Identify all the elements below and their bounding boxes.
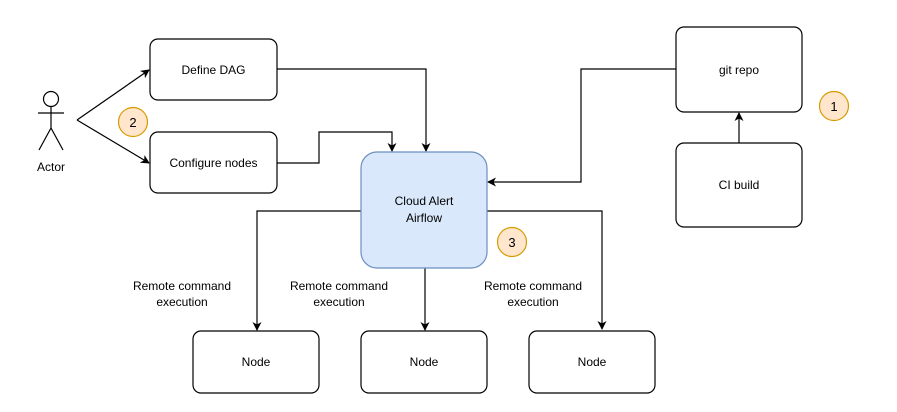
edge-label-remote-1-line-2: execution: [156, 295, 207, 309]
define-dag-label: Define DAG: [181, 63, 245, 77]
configure-nodes-label: Configure nodes: [169, 156, 257, 170]
edge-label-remote-2-line-2: execution: [313, 295, 364, 309]
git-repo-label: git repo: [719, 63, 759, 77]
ci-build-box[interactable]: CI build: [675, 142, 803, 228]
node-label-1: Node: [242, 355, 271, 369]
node-box-1[interactable]: Node: [192, 330, 320, 394]
node-label-2: Node: [410, 355, 439, 369]
edge-label-remote-2-line-1: Remote command: [290, 279, 388, 293]
connector-airflow-to-node-1: [252, 210, 361, 331]
step-badge-2: 2: [117, 106, 149, 138]
node-box-2[interactable]: Node: [360, 330, 488, 394]
git-repo-box[interactable]: git repo: [675, 26, 803, 113]
edge-label-remote-3-line-1: Remote command: [484, 279, 582, 293]
actor-label: Actor: [37, 160, 65, 174]
airflow-box[interactable]: Cloud Alert Airflow: [360, 151, 488, 269]
connector-airflow-to-node-3: [487, 210, 607, 330]
define-dag-box[interactable]: Define DAG: [149, 38, 278, 101]
step-badge-3-label: 3: [508, 235, 515, 250]
step-badge-2-label: 2: [129, 115, 136, 130]
connector-actor-to-define-dag: [76, 69, 150, 121]
connector-configure-nodes-to-airflow: [277, 131, 397, 164]
airflow-label-line-2: Airflow: [406, 211, 442, 225]
configure-nodes-box[interactable]: Configure nodes: [149, 131, 278, 194]
actor-leg-left: [38, 127, 52, 151]
connector-actor-to-configure-nodes: [76, 119, 150, 164]
actor-leg-right: [50, 127, 64, 151]
node-label-3: Node: [578, 355, 607, 369]
node-box-3[interactable]: Node: [528, 330, 656, 394]
actor-head: [42, 90, 60, 108]
connector-define-dag-to-airflow: [277, 68, 431, 152]
actor-figure: [38, 90, 64, 151]
airflow-label-line-1: Cloud Alert: [395, 194, 454, 208]
edge-label-remote-3-line-2: execution: [507, 295, 558, 309]
ci-build-label: CI build: [719, 178, 760, 192]
step-badge-1-label: 1: [830, 99, 837, 114]
step-badge-3: 3: [496, 226, 528, 258]
step-badge-1: 1: [818, 90, 850, 122]
connector-git-repo-to-airflow: [487, 68, 676, 187]
edge-label-remote-1-line-1: Remote command: [133, 279, 231, 293]
